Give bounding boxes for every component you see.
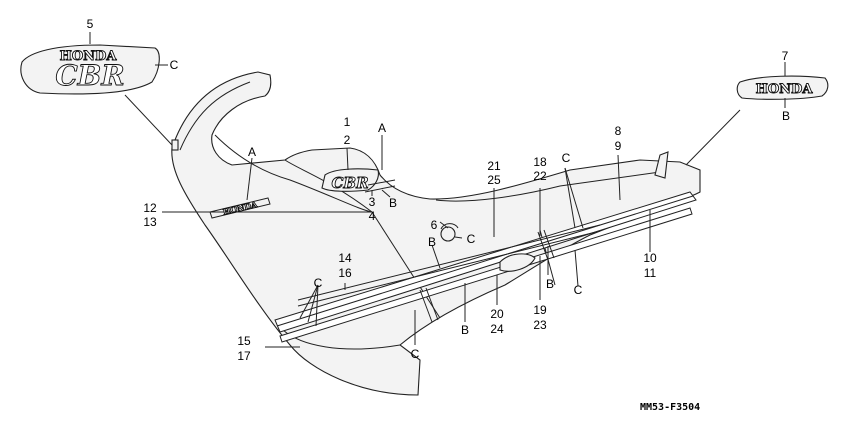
- callout-b-decal: B: [389, 196, 397, 210]
- callout-c-lower: C: [411, 347, 420, 361]
- diagram-code: MM53-F3504: [640, 402, 700, 413]
- callout-23: 23: [533, 318, 547, 332]
- callout-18: 18: [533, 155, 547, 169]
- callout-4: 4: [369, 209, 376, 223]
- callout-11: 11: [644, 266, 657, 280]
- cbr-emblem-large: HONDA CBR: [20, 44, 160, 95]
- callout-a-upper: A: [378, 121, 386, 135]
- callout-14: 14: [338, 251, 352, 265]
- callout-c-stripe-upper: C: [562, 151, 571, 165]
- honda-text-small: HONDA: [756, 82, 814, 97]
- callout-a-lower: A: [248, 145, 256, 159]
- leader-lines: [89, 32, 786, 348]
- callout-22: 22: [533, 169, 547, 183]
- callout-21: 21: [487, 159, 501, 173]
- callout-16: 16: [338, 266, 352, 280]
- callout-10: 10: [643, 251, 657, 265]
- cbr-text-large: CBR: [55, 59, 124, 92]
- callout-3: 3: [369, 195, 376, 209]
- callout-19: 19: [533, 303, 547, 317]
- callout-c-stripe-right: C: [574, 283, 583, 297]
- callout-2: 2: [344, 133, 351, 147]
- callout-b-reflector: B: [546, 277, 554, 291]
- callout-c-stripe-left: C: [314, 276, 323, 290]
- honda-text-large: HONDA: [60, 49, 118, 64]
- callout-b-clip: B: [428, 235, 436, 249]
- callout-b-stripe-lower: B: [461, 323, 469, 337]
- callout-b-emblem: B: [782, 109, 790, 123]
- clip-part: [440, 223, 459, 242]
- callout-7: 7: [782, 49, 789, 63]
- callout-c-clip: C: [467, 232, 476, 246]
- callout-6: 6: [431, 218, 438, 232]
- callout-25: 25: [487, 173, 501, 187]
- callout-1: 1: [344, 115, 351, 129]
- cbr-decal-side: CBR: [321, 168, 396, 193]
- callout-c-emblem: C: [170, 58, 179, 72]
- callout-24: 24: [490, 322, 504, 336]
- callout-5: 5: [87, 17, 94, 31]
- callout-17: 17: [237, 349, 251, 363]
- cbr-text-small: CBR: [331, 174, 368, 192]
- callout-13: 13: [143, 215, 157, 229]
- callout-20: 20: [490, 307, 504, 321]
- side-stripe: [274, 191, 697, 343]
- callout-8: 8: [615, 124, 622, 138]
- callout-labels: 5 C 7 B 1 2 A 3 4 B A 12 13 6 C B 21 25 …: [87, 17, 790, 363]
- callout-9: 9: [615, 139, 622, 153]
- callout-12: 12: [143, 201, 157, 215]
- honda-emblem-small: HONDA: [736, 75, 829, 100]
- callout-15: 15: [237, 334, 251, 348]
